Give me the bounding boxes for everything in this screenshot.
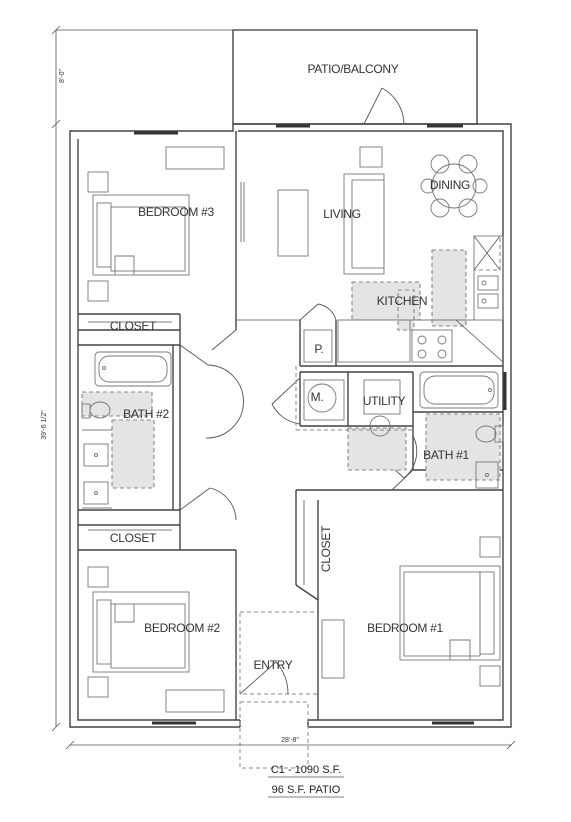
entry-label: ENTRY <box>254 658 293 672</box>
patio-balcony <box>56 29 478 125</box>
bedroom-3-label: BEDROOM #3 <box>138 205 214 219</box>
bath-2-fixtures <box>81 351 172 509</box>
closet-right-label: CLOSET <box>319 525 333 572</box>
mech-label: M. <box>311 390 324 404</box>
interior-walls-left <box>78 131 300 720</box>
door-swings-left <box>179 329 244 521</box>
dimension-lines <box>51 25 516 750</box>
dining-table <box>420 154 488 218</box>
closet-mid-label: CLOSET <box>110 531 157 545</box>
dining-label: DINING <box>430 178 470 192</box>
pantry-label: P. <box>314 342 323 356</box>
utility-label: UTILITY <box>363 394 406 408</box>
exterior-walls <box>69 123 512 728</box>
living-label: LIVING <box>323 207 361 221</box>
bedroom-3-furniture <box>87 146 225 302</box>
windows <box>134 124 507 725</box>
patio-door <box>363 87 405 125</box>
hall-clearances <box>295 366 413 431</box>
bedroom-1-furniture <box>321 536 501 687</box>
kitchen-fixtures <box>337 235 504 363</box>
bedroom-2-label: BEDROOM #2 <box>144 621 220 635</box>
living-furniture <box>240 146 385 275</box>
patio-label: PATIO/BALCONY <box>307 62 398 76</box>
overall-width-dimension: 28'-8" <box>281 737 299 744</box>
bath-1-fixtures <box>419 371 504 489</box>
overall-depth-dimension: 39'-6 1/2" <box>41 410 48 440</box>
closet-top-label: CLOSET <box>110 319 157 333</box>
unit-caption: C1 - 1090 S.F. <box>271 764 341 776</box>
bedroom-2-furniture <box>87 566 225 713</box>
bath-1-label: BATH #1 <box>423 448 469 462</box>
patio-caption: 96 S.F. PATIO <box>272 784 341 796</box>
bath-2-label: BATH #2 <box>123 407 169 421</box>
utility-appliances <box>347 379 407 471</box>
pantry-shelf <box>303 329 333 363</box>
kitchen-label: KITCHEN <box>377 294 428 308</box>
patio-depth-dimension: 8'-0" <box>59 69 66 83</box>
bedroom-1-label: BEDROOM #1 <box>367 621 443 635</box>
mech-unit <box>303 379 345 421</box>
core-walls <box>295 320 503 720</box>
